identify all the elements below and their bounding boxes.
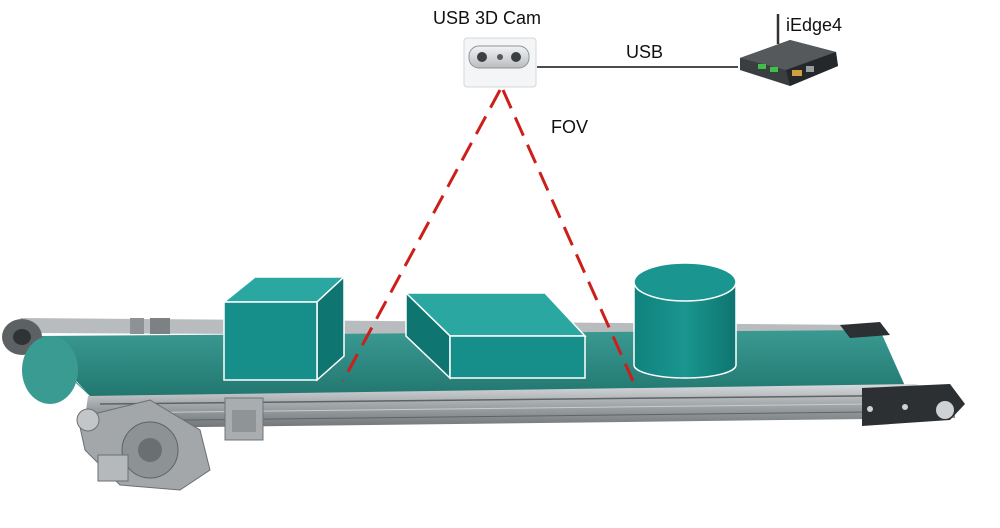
flat-box-object (404, 291, 587, 380)
front-rail (85, 384, 955, 428)
camera-label: USB 3D Cam (433, 8, 542, 28)
fov-cone (341, 89, 635, 382)
fov-label: FOV (551, 117, 589, 137)
fov-left-edge (341, 89, 502, 382)
device-label: iEdge4 (786, 15, 843, 35)
fov-right-edge (501, 89, 635, 382)
cylinder-object (633, 262, 737, 379)
drive-drum (22, 336, 78, 404)
usb-3d-camera (463, 37, 537, 88)
box-object (221, 275, 346, 382)
usb-link-label: USB (626, 42, 664, 62)
gear-motor (76, 399, 211, 491)
iedge4-device (740, 14, 838, 86)
